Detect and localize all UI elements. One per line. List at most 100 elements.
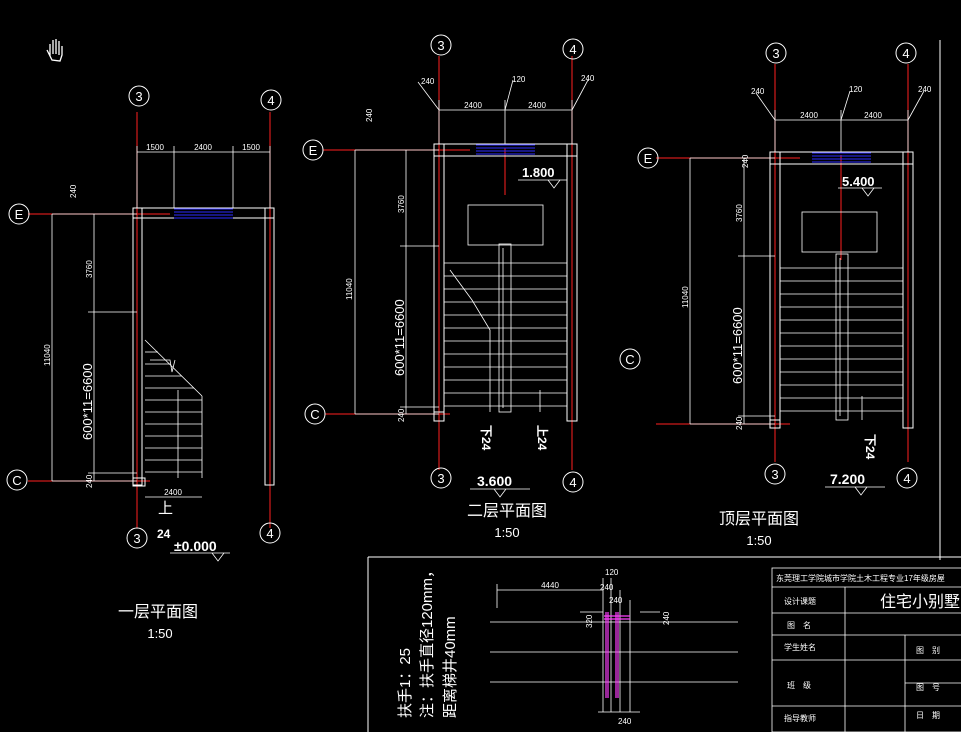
- elevation-marker: ±0.000: [170, 538, 230, 562]
- axis-bubble-4-bottom: 4: [259, 522, 281, 544]
- plan-scale-top: 1:50: [746, 533, 771, 548]
- dim-240-bottom: 240: [85, 474, 94, 488]
- dim-240-top: 240: [69, 184, 78, 198]
- note-scale: 扶手1：25: [397, 648, 414, 718]
- svg-text:3: 3: [771, 467, 778, 482]
- dim-4440: 4440: [541, 581, 559, 590]
- window: [174, 208, 233, 219]
- dim-3760: 3760: [397, 195, 406, 213]
- svg-text:5.400: 5.400: [842, 174, 875, 189]
- dim-240-right: 240: [581, 74, 595, 83]
- ground-floor-plan: 3 4 E C 3 4: [6, 85, 282, 641]
- dim-120: 120: [849, 85, 863, 94]
- title-block: [771, 567, 961, 732]
- dim-3760: 3760: [735, 204, 744, 222]
- window: [812, 152, 871, 163]
- dim-11040: 11040: [681, 286, 690, 308]
- note-diameter: 注：扶手直径120mm，: [419, 563, 436, 718]
- up-label: 上: [158, 500, 173, 517]
- svg-text:C: C: [310, 407, 319, 422]
- down-label: 下24: [863, 434, 877, 460]
- top-dimension-line: [136, 146, 271, 208]
- svg-text:C: C: [625, 352, 634, 367]
- dim-2400-bottom: 2400: [164, 488, 182, 497]
- up-count: 24: [157, 527, 171, 541]
- stair-treads: [144, 339, 203, 478]
- svg-text:4: 4: [267, 93, 274, 108]
- dim-240-a: 240: [600, 583, 614, 592]
- tb-date-label: 日 期: [916, 711, 940, 720]
- floor-elevation: 3.600: [470, 473, 530, 498]
- tb-drawing-name-label: 图 名: [787, 620, 811, 630]
- dim-2400-right: 2400: [528, 101, 546, 110]
- tb-project-value: 住宅小别墅: [880, 593, 960, 611]
- dim-120: 120: [605, 568, 619, 577]
- dim-240-side: 240: [741, 154, 750, 168]
- second-floor-plan: 3 4 E C 3 4: [302, 34, 595, 540]
- landing-elevation: 1.800: [518, 165, 567, 189]
- tb-number-label: 图 号: [916, 683, 940, 692]
- svg-text:E: E: [309, 143, 318, 158]
- axis-bubble-3-bottom: 3: [430, 467, 452, 489]
- svg-text:4: 4: [569, 475, 576, 490]
- axis-bubble-3-bottom: 3: [764, 463, 786, 485]
- floor-elevation: 7.200: [825, 471, 885, 496]
- hand-pan-icon: [46, 39, 63, 62]
- svg-text:3: 3: [437, 38, 444, 53]
- axis-bubble-e: E: [302, 139, 324, 161]
- axis-bubble-e: E: [637, 147, 659, 169]
- axis-bubble-4-bottom: 4: [562, 471, 584, 493]
- svg-text:E: E: [644, 151, 653, 166]
- plan-title-second: 二层平面图: [467, 503, 547, 520]
- dim-240-bottom: 240: [735, 416, 744, 430]
- dim-240-corner: 240: [365, 108, 374, 122]
- axis-bubble-4-top: 4: [260, 89, 282, 111]
- walls: [132, 207, 275, 487]
- svg-text:3: 3: [437, 471, 444, 486]
- dim-240-b: 240: [609, 596, 623, 605]
- dim-240-c: 240: [662, 611, 671, 625]
- axis-bubble-c: C: [6, 469, 28, 491]
- dim-240-left: 240: [751, 87, 765, 96]
- left-dimension-lines: [689, 157, 775, 425]
- axis-bubble-e: E: [8, 203, 30, 225]
- axis-bubble-c: C: [619, 348, 641, 370]
- stair-treads: [780, 211, 903, 421]
- axis-bubble-3-top: 3: [128, 85, 150, 107]
- dim-1500-left: 1500: [146, 143, 164, 152]
- tb-class-label: 班 级: [787, 680, 811, 690]
- dim-3760: 3760: [85, 260, 94, 278]
- down-label: 下24: [479, 425, 493, 451]
- landing-elevation: 5.400: [838, 174, 882, 197]
- left-dimension-lines: [354, 149, 439, 415]
- axis-bubble-4-bottom: 4: [896, 467, 918, 489]
- dim-240-d: 240: [618, 717, 632, 726]
- handrail-detail: 扶手1：25 注：扶手直径120mm， 距离梯井40mm 4440 120: [397, 563, 738, 726]
- dim-11040: 11040: [345, 278, 354, 300]
- svg-text:C: C: [12, 473, 21, 488]
- dim-stair-run: 600*11=6600: [392, 299, 407, 376]
- svg-text:1.800: 1.800: [522, 165, 555, 180]
- dim-stair-run: 600*11=6600: [730, 307, 745, 384]
- dim-stair-run: 600*11=6600: [80, 363, 95, 440]
- dim-240-bottom: 240: [397, 408, 406, 422]
- svg-text:4: 4: [569, 42, 576, 57]
- svg-text:4: 4: [266, 526, 273, 541]
- dim-120: 120: [512, 75, 526, 84]
- note-distance: 距离梯井40mm: [442, 616, 459, 718]
- top-dimension-lines: [417, 79, 589, 144]
- dim-240-right: 240: [918, 85, 932, 94]
- tb-teacher-label: 指导教师: [784, 713, 816, 723]
- svg-text:4: 4: [902, 46, 909, 61]
- plan-scale-second: 1:50: [494, 525, 519, 540]
- up-label: 上24: [535, 425, 550, 451]
- dim-1500-right: 1500: [242, 143, 260, 152]
- svg-text:4: 4: [903, 471, 910, 486]
- svg-text:3: 3: [133, 531, 140, 546]
- svg-text:±0.000: ±0.000: [174, 538, 217, 554]
- dim-240-left: 240: [421, 77, 435, 86]
- tb-category-label: 图 别: [916, 646, 940, 655]
- top-dimension-lines: [755, 90, 925, 152]
- plan-title-ground: 一层平面图: [118, 604, 198, 621]
